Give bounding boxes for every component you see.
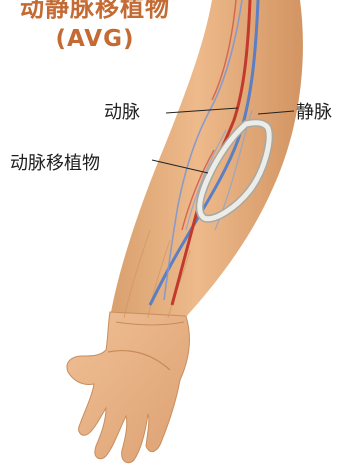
vein-label: 静脉 bbox=[296, 98, 332, 124]
title-line-2: (AVG) bbox=[0, 26, 190, 52]
artery-label: 动脉 bbox=[104, 98, 140, 124]
graft-label: 动脉移植物 bbox=[10, 149, 100, 175]
title-line-1: 动静脉移植物 bbox=[0, 0, 190, 23]
hand bbox=[67, 312, 189, 463]
